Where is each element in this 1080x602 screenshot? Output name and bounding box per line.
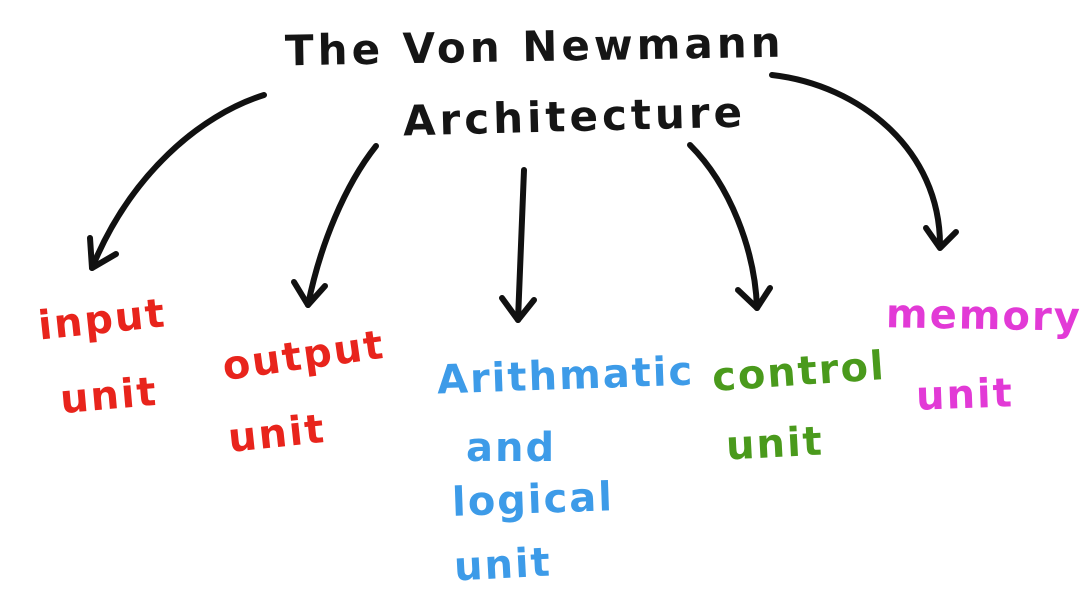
alu-label-line-2: and (466, 425, 557, 471)
input-unit-label-line-2: unit (58, 368, 160, 424)
control-unit-label-line-2: unit (724, 418, 825, 470)
arrow-to-control-unit (687, 142, 773, 311)
memory-unit-label-line-1: memory (885, 291, 1080, 341)
output-unit-label-line-2: unit (225, 406, 328, 462)
diagram-title-line-2: Architecture (402, 87, 747, 146)
arrow-to-alu-unit (499, 167, 537, 323)
alu-label-line-4: unit (452, 539, 553, 591)
arrow-to-memory-unit (769, 72, 959, 251)
alu-label-line-1: Arithmatic (436, 348, 695, 404)
arrow-to-output-unit (291, 143, 379, 308)
alu-label-line-3: logical (451, 474, 615, 526)
memory-unit-label-line-2: unit (915, 370, 1015, 420)
control-unit-label-line-1: control (710, 342, 888, 402)
diagram-title-line-1: The Von Newmann (284, 17, 785, 76)
arrow-to-input-unit (87, 92, 267, 271)
